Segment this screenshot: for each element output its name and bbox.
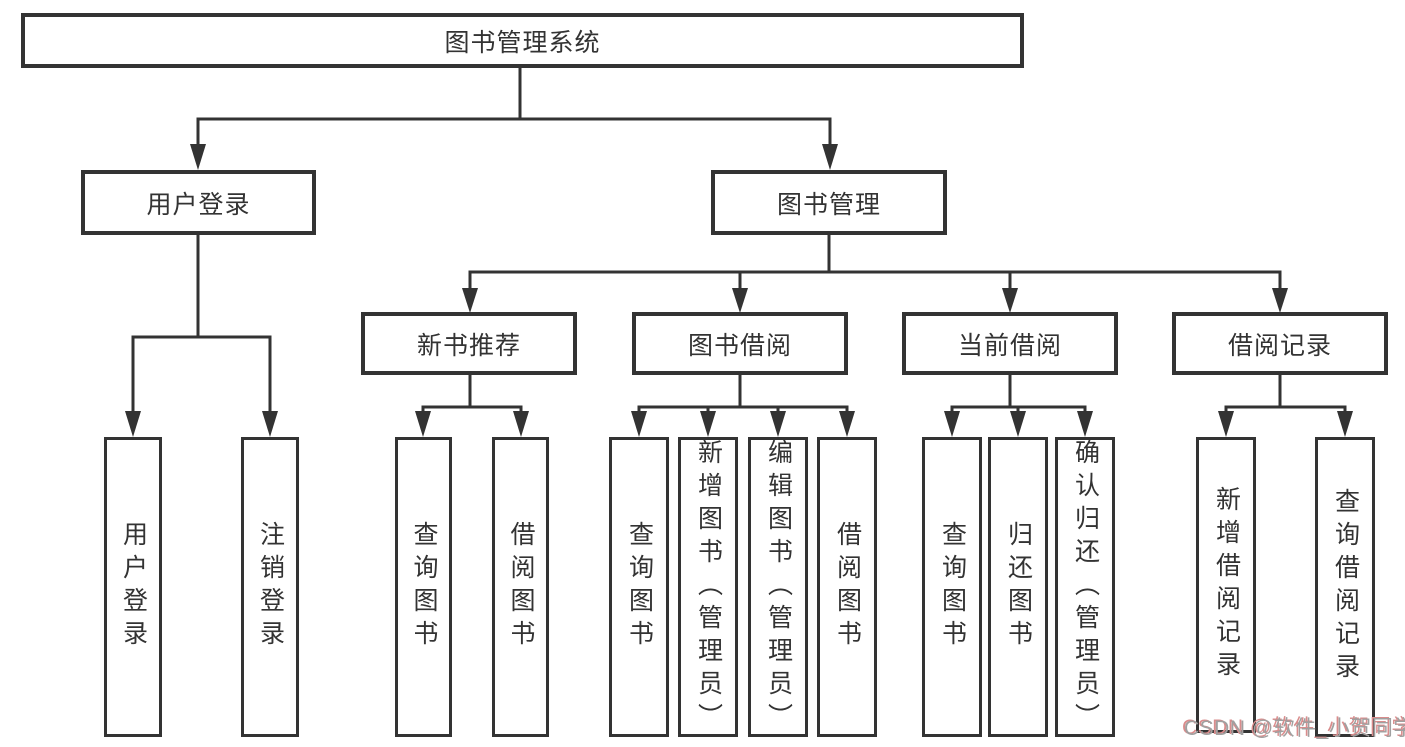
arrowhead	[631, 411, 647, 437]
connector-current-borrow-children	[944, 375, 1093, 437]
arrowhead	[415, 411, 431, 437]
leaf-bb-borrow-books-label: 借阅图书	[833, 521, 862, 653]
arrowhead	[1010, 411, 1026, 437]
leaf-bb-query-books: 查询图书	[609, 437, 669, 737]
leaf-nb-borrow-books: 借阅图书	[492, 437, 549, 737]
leaf-user-login: 用户登录	[104, 437, 162, 737]
leaf-br-add-record: 新增借阅记录	[1196, 437, 1256, 733]
leaf-nb-query-books: 查询图书	[395, 437, 452, 737]
leaf-user-login-label: 用户登录	[119, 521, 148, 653]
leaf-bb-edit-books: 编辑图书（管理员）	[748, 437, 808, 737]
leaf-cb-confirm-return: 确认归还（管理员）	[1055, 437, 1115, 737]
node-borrow-records-label: 借阅记录	[1227, 331, 1332, 360]
leaf-bb-add-books: 新增图书（管理员）	[678, 437, 738, 737]
arrowhead	[190, 144, 206, 170]
node-user-login-label: 用户登录	[146, 190, 251, 219]
leaf-bb-add-books-label: 新增图书（管理员）	[694, 438, 723, 736]
arrowhead	[513, 411, 529, 437]
node-book-management: 图书管理	[711, 170, 947, 235]
connector-book-management-children	[462, 235, 1288, 313]
arrowhead	[732, 288, 748, 313]
leaf-nb-borrow-books-label: 借阅图书	[507, 521, 535, 653]
leaf-br-add-record-label: 新增借阅记录	[1212, 486, 1241, 684]
connector-user-login-children	[125, 235, 278, 437]
leaf-cb-confirm-return-label: 确认归还（管理员）	[1071, 438, 1100, 736]
node-root-label: 图书管理系统	[444, 28, 601, 57]
arrowhead	[822, 144, 838, 170]
arrowhead	[262, 411, 278, 437]
arrowhead	[1077, 411, 1093, 437]
connector-new-book-recommend-children	[415, 375, 529, 437]
arrowhead	[1002, 288, 1018, 313]
node-new-book-recommend: 新书推荐	[361, 312, 577, 375]
leaf-cb-query-books-label: 查询图书	[938, 521, 967, 653]
connector-root-children	[190, 68, 838, 170]
watermark: CSDN @软件_小贺同学	[1184, 717, 1405, 740]
node-user-login: 用户登录	[81, 170, 316, 235]
leaf-cb-return-books: 归还图书	[988, 437, 1048, 737]
leaf-logout: 注销登录	[241, 437, 299, 737]
leaf-br-query-record-label: 查询借阅记录	[1331, 488, 1360, 686]
connector-borrow-records-children	[1218, 375, 1353, 437]
arrowhead	[462, 288, 478, 313]
node-current-borrow-label: 当前借阅	[957, 331, 1062, 360]
leaf-cb-query-books: 查询图书	[922, 437, 982, 737]
node-book-borrow: 图书借阅	[632, 312, 848, 375]
leaf-bb-edit-books-label: 编辑图书（管理员）	[764, 438, 793, 736]
node-borrow-records: 借阅记录	[1172, 312, 1388, 375]
arrowhead	[770, 411, 786, 437]
arrowhead	[839, 411, 855, 437]
arrowhead	[125, 411, 141, 437]
leaf-bb-borrow-books: 借阅图书	[817, 437, 877, 737]
leaf-logout-label: 注销登录	[256, 521, 285, 653]
leaf-nb-query-books-label: 查询图书	[410, 521, 438, 653]
arrowhead	[700, 411, 716, 437]
connector-book-borrow-children	[631, 375, 855, 437]
node-new-book-recommend-label: 新书推荐	[416, 331, 521, 360]
node-book-borrow-label: 图书借阅	[687, 331, 792, 360]
node-current-borrow: 当前借阅	[902, 312, 1118, 375]
leaf-br-query-record: 查询借阅记录	[1315, 437, 1375, 737]
arrowhead	[1218, 411, 1234, 437]
leaf-cb-return-books-label: 归还图书	[1004, 521, 1033, 653]
leaf-bb-query-books-label: 查询图书	[625, 521, 654, 653]
node-root: 图书管理系统	[21, 13, 1024, 68]
arrowhead	[1337, 411, 1353, 437]
node-book-management-label: 图书管理	[776, 190, 881, 219]
arrowhead	[1272, 288, 1288, 313]
arrowhead	[944, 411, 960, 437]
